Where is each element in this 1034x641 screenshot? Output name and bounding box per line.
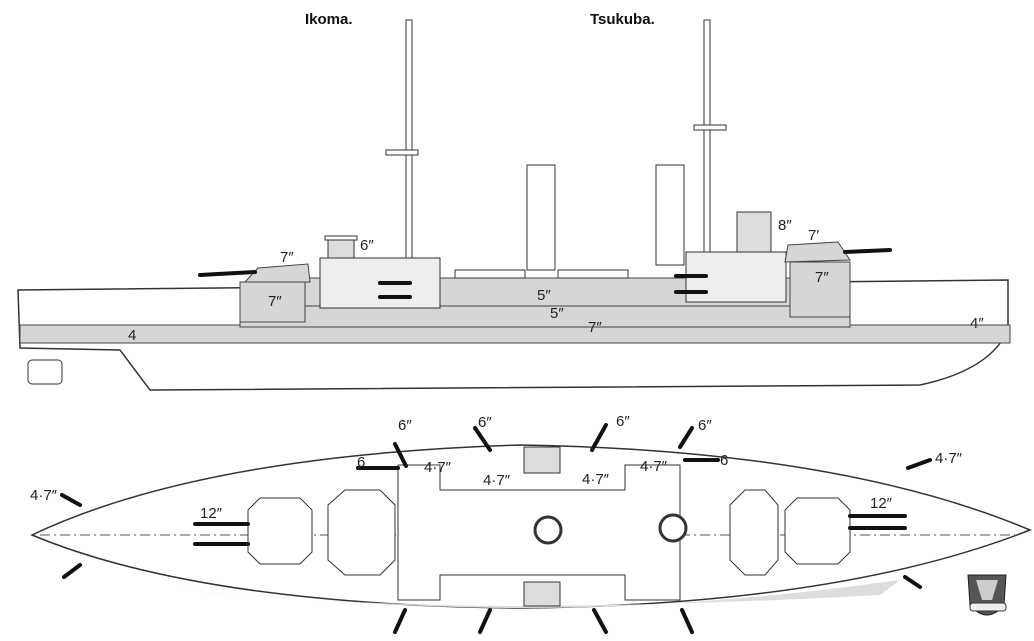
gun-label: 6 xyxy=(720,452,728,469)
title-ikoma: Ikoma. xyxy=(305,11,353,28)
gun-label: 4·7″ xyxy=(935,450,963,467)
deck-shadow xyxy=(180,580,900,608)
deck-hatch xyxy=(523,581,561,607)
fore-turret-plan xyxy=(247,497,313,565)
aft-turret xyxy=(784,241,851,263)
ws-info-logo xyxy=(967,574,1007,616)
aft-12in-gun xyxy=(843,248,892,254)
fore-barbette xyxy=(239,281,306,323)
armor-label: 4 xyxy=(128,327,136,344)
main-top xyxy=(693,124,727,131)
fore-funnel xyxy=(526,164,556,271)
armor-label: 7″ xyxy=(280,249,294,266)
gun-label: 6″ xyxy=(698,417,712,434)
aft-barbette xyxy=(789,261,851,318)
main-belt xyxy=(19,324,1011,344)
aft-funnel-top xyxy=(658,513,688,543)
conning-tower xyxy=(327,239,355,259)
gun-label: 12″ xyxy=(200,505,223,522)
fore-bridge-plan xyxy=(327,489,396,576)
armor-label: 4″ xyxy=(970,315,984,332)
title-tsukuba: Tsukuba. xyxy=(590,11,655,28)
armor-label: 8″ xyxy=(778,217,792,234)
casemate-strip xyxy=(557,269,629,279)
47in-gun xyxy=(60,493,82,507)
side-elevation: Ikoma. Tsukuba. 7″ 7″ 6″ 5″ 5″ 7″ 4 4″ 8… xyxy=(17,11,1011,391)
fore-12in-gun xyxy=(198,270,257,277)
gun-label: 4·7″ xyxy=(582,471,610,488)
6in-gun xyxy=(678,426,694,449)
gun-label: 6 xyxy=(357,454,365,471)
6in-gun xyxy=(478,608,492,634)
gun-label: 4·7″ xyxy=(30,487,58,504)
6in-gun xyxy=(393,442,408,468)
6in-gun xyxy=(473,426,492,452)
aft-funnel xyxy=(655,164,685,266)
gun-label: 6″ xyxy=(478,414,492,431)
gun-label: 6″ xyxy=(616,413,630,430)
armor-label: 7″ xyxy=(268,293,282,310)
6in-gun xyxy=(592,608,608,634)
47in-gun xyxy=(903,575,922,589)
armor-label: 5″ xyxy=(537,287,551,304)
aft-bridge-plan xyxy=(729,489,779,576)
armor-label: 6″ xyxy=(360,237,374,254)
gun-label: 4·7″ xyxy=(424,459,452,476)
armor-label: 7″ xyxy=(815,269,829,286)
gun-label: 6″ xyxy=(398,417,412,434)
gun-label: 12″ xyxy=(870,495,893,512)
armor-label: 5″ xyxy=(550,305,564,322)
gun-label: 4·7″ xyxy=(640,458,668,475)
bridge xyxy=(324,235,358,241)
fore-mast xyxy=(405,19,413,271)
47in-gun xyxy=(906,458,932,470)
rudder xyxy=(27,359,63,385)
casemate-strip xyxy=(454,269,526,279)
main-mast xyxy=(703,19,711,256)
aft-turret-plan xyxy=(784,497,851,565)
aft-conning-tower xyxy=(736,211,772,253)
fore-top xyxy=(385,149,419,156)
armor-label: 7″ xyxy=(588,319,602,336)
fore-funnel-top xyxy=(533,515,563,545)
6in-gun xyxy=(680,608,694,634)
gun-label: 4·7″ xyxy=(483,472,511,489)
6in-gun xyxy=(393,608,407,634)
6in-gun xyxy=(590,423,608,452)
47in-gun xyxy=(62,563,82,579)
plan-view: 4·7″ 12″ 12″ 4·7″ 6″ 6 4·7″ 6″ 4·7″ 6″ 4… xyxy=(30,413,1032,634)
deck-hatch xyxy=(523,446,561,474)
armor-label: 7′ xyxy=(808,227,819,244)
